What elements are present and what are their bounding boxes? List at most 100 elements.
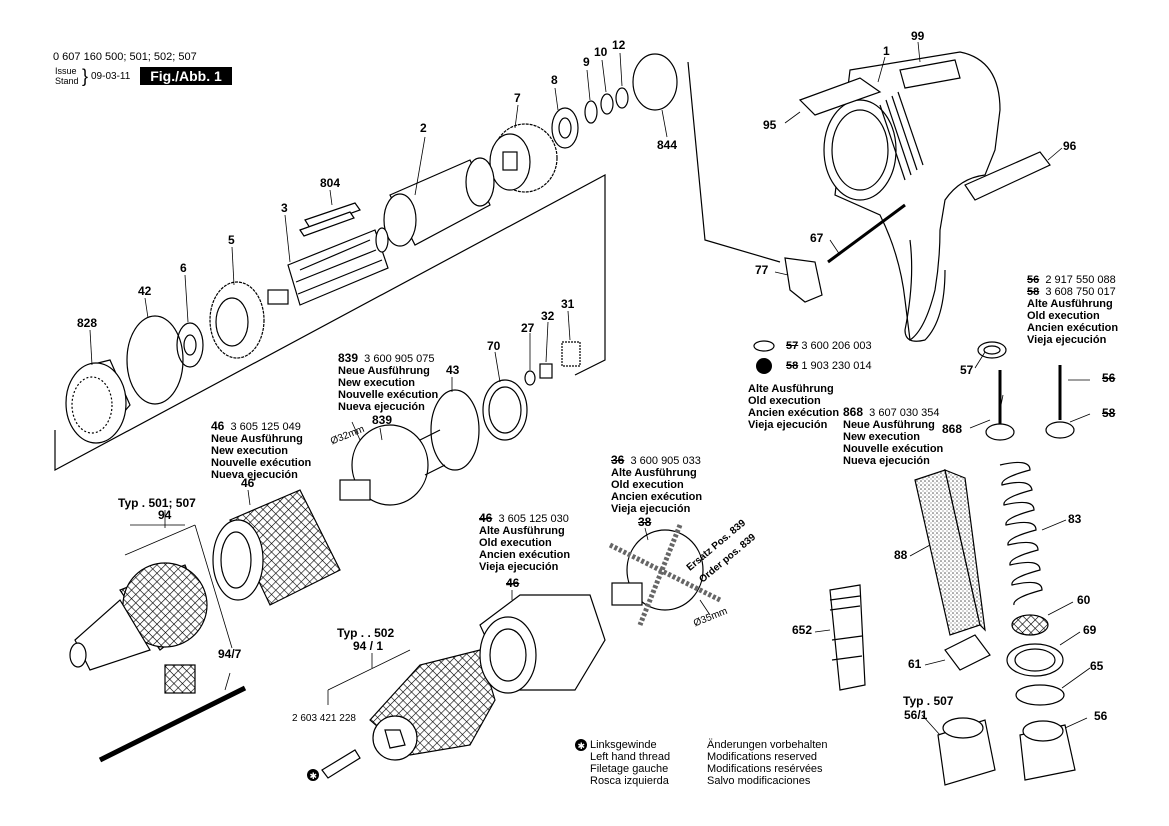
valve-36-old [608, 524, 722, 626]
chuck-94 [69, 562, 208, 671]
spring-83 [999, 461, 1043, 606]
washer-70 [482, 379, 528, 441]
callout-6: 6 [180, 261, 187, 275]
callout-804: 804 [320, 176, 341, 190]
callout-99: 99 [911, 29, 925, 43]
screw-part-number: 2 603 421 228 [292, 713, 356, 724]
planet-gear-7 [489, 123, 558, 193]
sleeve-46-old [479, 594, 606, 694]
trigger-part [784, 257, 823, 303]
vane-804 [304, 202, 361, 229]
typ-501-507: Typ . 501; 507 [118, 496, 196, 510]
block-46-new: 46 3 605 125 049 Neue Ausführung New exe… [211, 419, 312, 481]
callout-83: 83 [1068, 512, 1082, 526]
brace-glyph: } [82, 66, 89, 86]
insert-61 [944, 634, 991, 671]
typ-502: Typ . . 502 [337, 626, 395, 640]
label-strip-96 [964, 151, 1051, 201]
callout-3: 3 [281, 201, 288, 215]
callout-844: 844 [657, 138, 678, 152]
stand-label: Stand [55, 76, 79, 86]
left-thread-star-icon [575, 739, 587, 751]
sleeve-46 [212, 489, 341, 606]
callout-94-1: 94 / 1 [353, 639, 384, 653]
callout-94: 94 [158, 508, 172, 522]
rotor-3 [287, 227, 389, 306]
callout-46-old-struck: 46 [506, 576, 520, 590]
washer-57 [977, 341, 1007, 359]
callout-61: 61 [908, 657, 922, 671]
callout-56-struck: 56 [1102, 371, 1116, 385]
oring-43 [430, 389, 480, 471]
legend-icons: ✱ ✱ [307, 340, 775, 781]
callout-56: 56 [1094, 709, 1108, 723]
bearing-6 [176, 322, 204, 368]
issue-date: 09-03-11 [91, 71, 131, 82]
valve-839 [339, 424, 446, 506]
block-56-58: 56 2 917 550 088 58 3 608 750 017 Alte A… [1027, 274, 1119, 346]
callout-32: 32 [541, 309, 555, 323]
group-boundary-line [687, 61, 781, 263]
needle-valve-868 [985, 365, 1075, 441]
silencer-88 [914, 469, 986, 636]
callout-67: 67 [810, 231, 824, 245]
block-58: 58 1 903 230 014 [786, 360, 872, 372]
callout-7: 7 [514, 91, 521, 105]
svg-text:✱: ✱ [310, 771, 318, 781]
block-57: 57 3 600 206 003 [786, 340, 872, 352]
washer-57-icon [753, 340, 775, 352]
callout-31: 31 [561, 297, 575, 311]
callout-42: 42 [138, 284, 152, 298]
block-839: 839 3 600 905 075 Neue Ausführung New ex… [338, 351, 439, 413]
callout-58-struck: 58 [1102, 406, 1116, 420]
modifications-note: Änderungen vorbehalten Modifications res… [707, 739, 828, 787]
block-36-old: 36 3 600 905 033 Alte Ausführung Old exe… [611, 453, 703, 515]
gear-5 [209, 281, 289, 359]
callout-2: 2 [420, 121, 427, 135]
callout-94-7: 94/7 [218, 647, 242, 661]
callout-8: 8 [551, 73, 558, 87]
bearing-8 [551, 107, 579, 149]
block-868: 868 3 607 030 354 Neue Ausführung New ex… [843, 405, 944, 467]
group-boundary-line [54, 173, 606, 472]
callout-27: 27 [521, 321, 535, 335]
callout-9: 9 [583, 55, 590, 69]
svg-text:✱: ✱ [578, 741, 586, 751]
callout-43: 43 [446, 363, 460, 377]
keyless-chuck-94-1 [369, 649, 496, 761]
label-strip-99 [899, 59, 961, 89]
callout-70: 70 [487, 339, 501, 353]
callout-839: 839 [372, 413, 393, 427]
callout-652: 652 [792, 623, 813, 637]
screw-2603421228 [321, 749, 361, 779]
callout-10: 10 [594, 45, 608, 59]
oring-42 [126, 315, 184, 405]
label-strip-95 [798, 77, 882, 116]
callout-5: 5 [228, 233, 235, 247]
inlet-56 [1019, 720, 1076, 781]
callout-38-struck: 38 [638, 515, 652, 529]
callout-95: 95 [763, 118, 777, 132]
callout-65: 65 [1090, 659, 1104, 673]
callout-828: 828 [77, 316, 98, 330]
callout-60: 60 [1077, 593, 1091, 607]
left-thread-note: Linksgewinde Left hand thread Filetage g… [590, 739, 671, 787]
callout-1: 1 [883, 44, 890, 58]
ring-gear-828 [65, 359, 131, 444]
block-old-execution: Alte Ausführung Old execution Ancien exé… [748, 383, 840, 431]
typ-507: Typ . 507 [903, 694, 954, 708]
callout-57: 57 [960, 363, 974, 377]
housing-part [823, 51, 1001, 342]
callout-56-1: 56/1 [904, 708, 928, 722]
fitting-652 [829, 584, 866, 691]
callout-88: 88 [894, 548, 908, 562]
pin-67 [827, 203, 906, 264]
snap-ring-65 [1015, 684, 1065, 706]
part-numbers-header: 0 607 160 500; 501; 502; 507 [53, 51, 197, 63]
callout-77: 77 [755, 263, 769, 277]
oring-844 [632, 53, 678, 111]
callout-12: 12 [612, 38, 626, 52]
cylinder-2 [383, 157, 495, 247]
chuck-key [98, 664, 247, 763]
